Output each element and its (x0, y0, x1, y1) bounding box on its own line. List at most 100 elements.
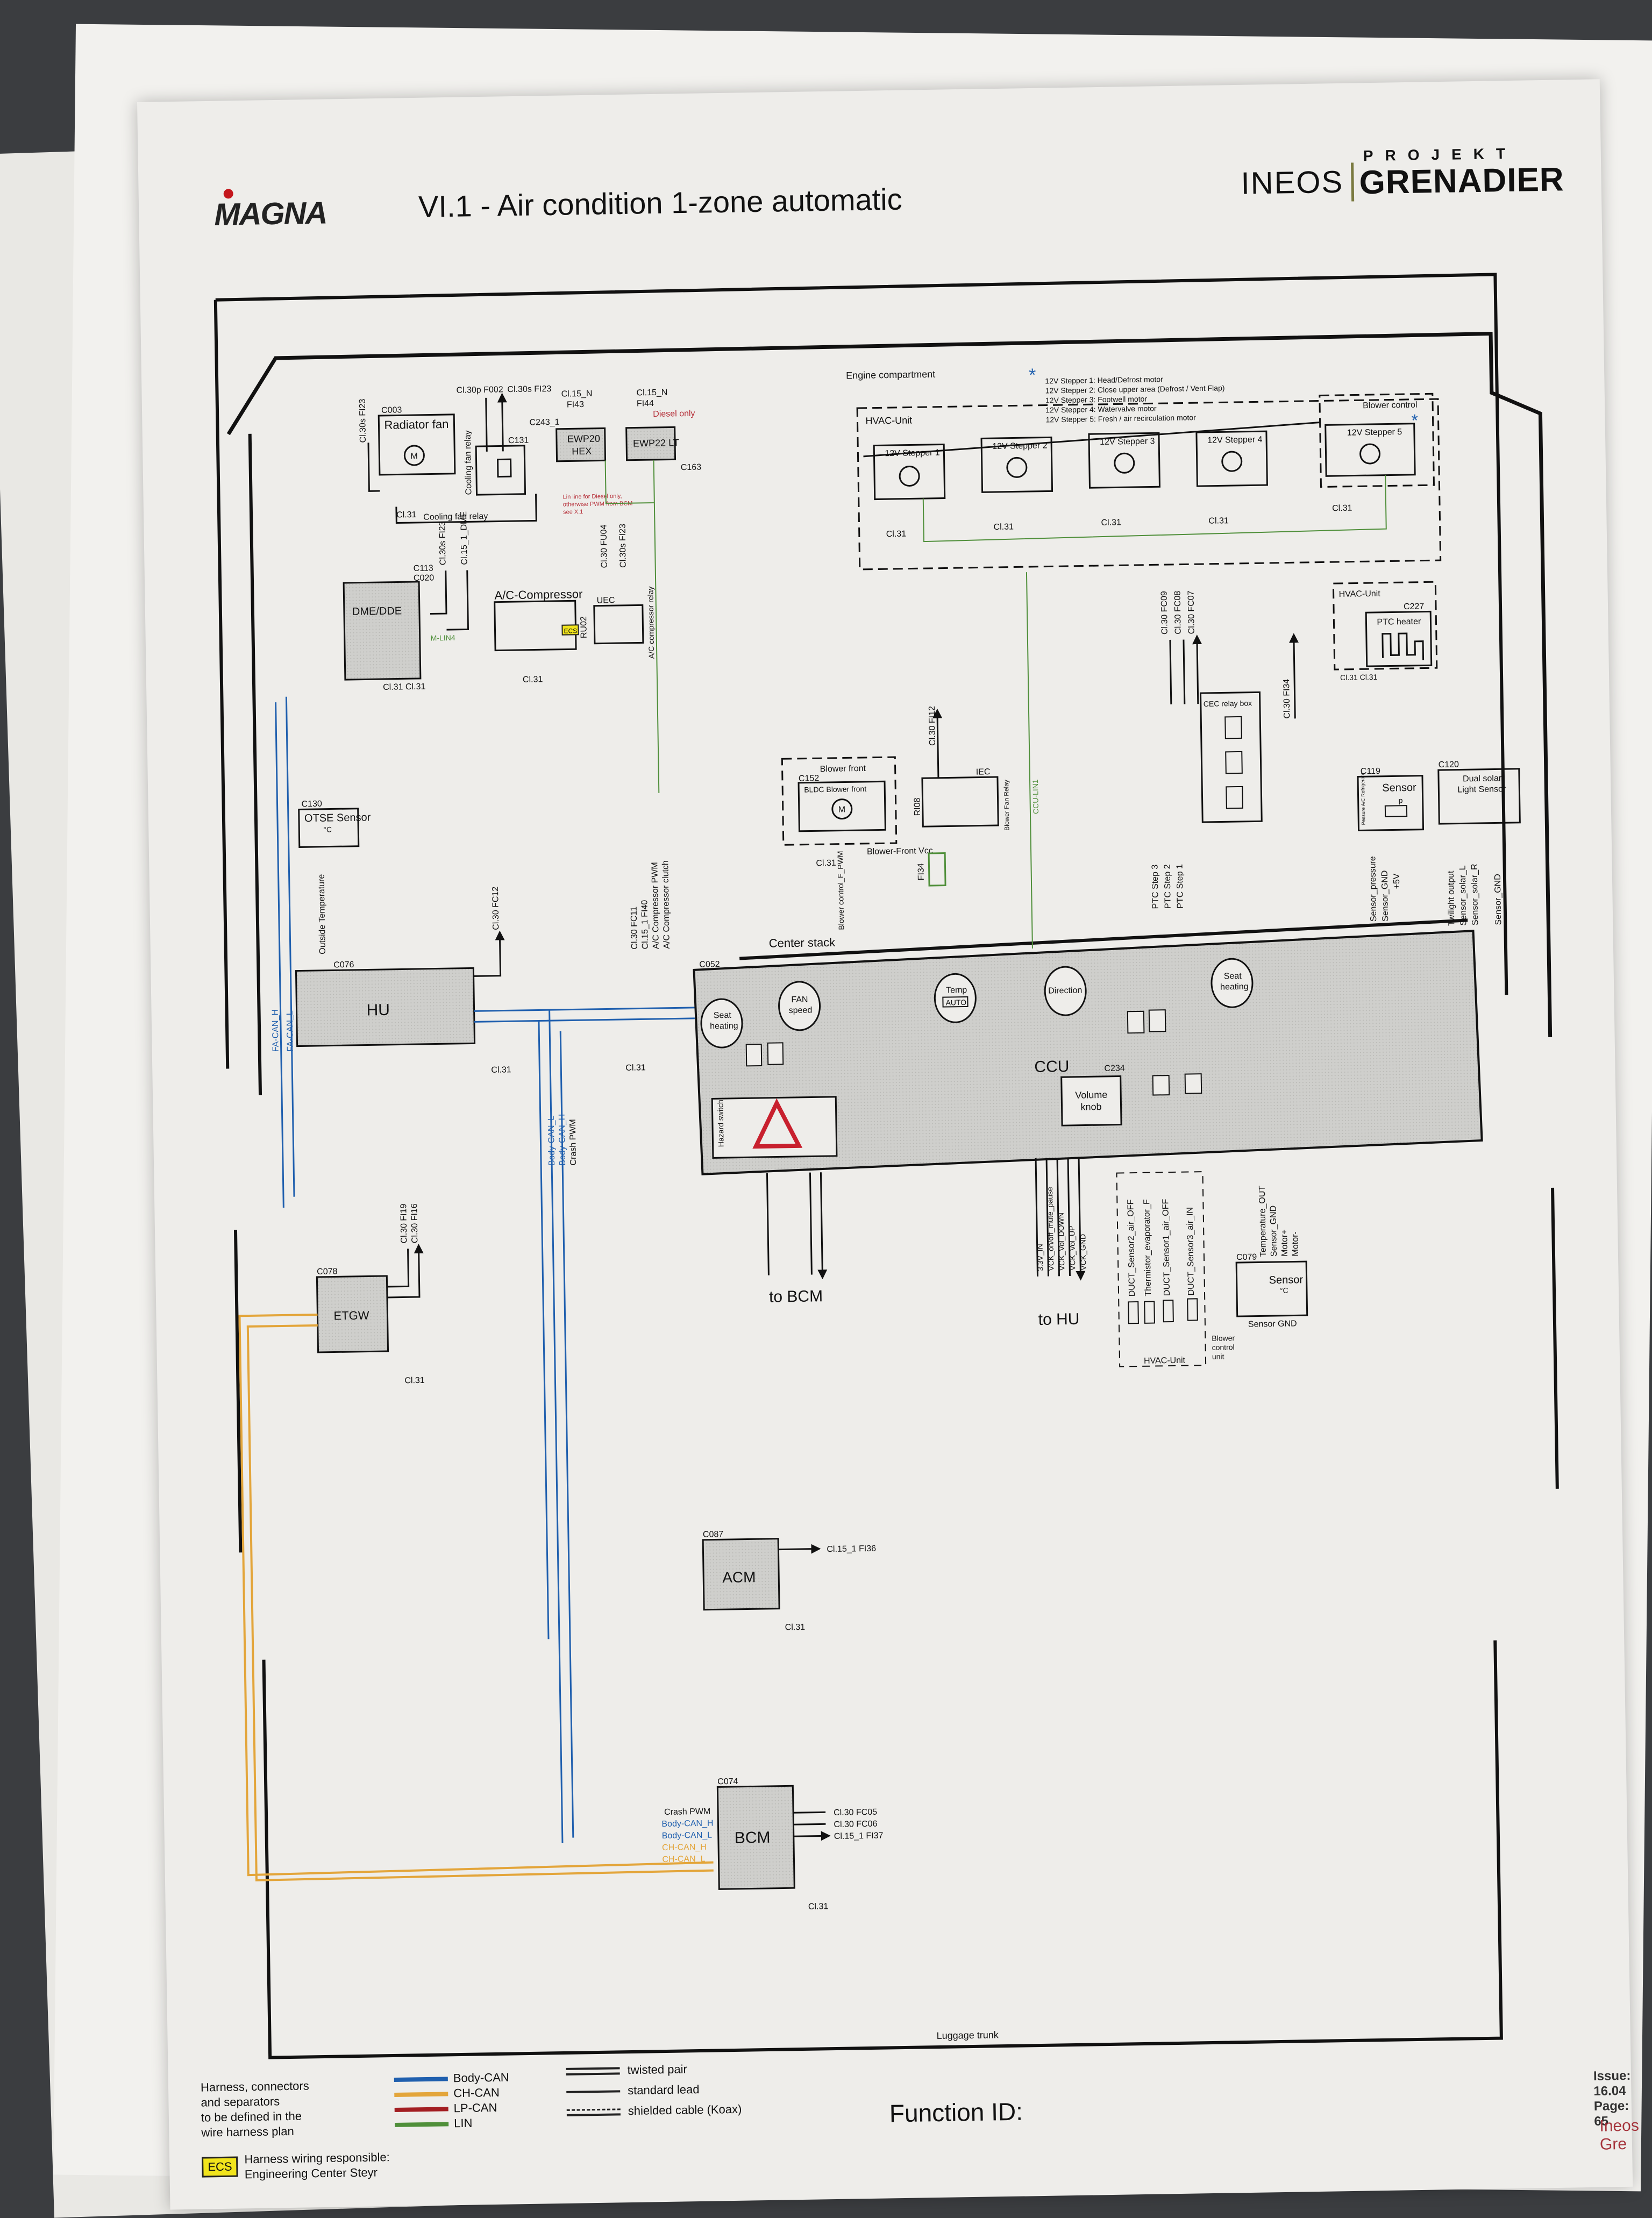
svg-text:see X.1: see X.1 (563, 509, 583, 516)
svg-text:Hazard switch: Hazard switch (716, 1100, 725, 1147)
ac-on-button (1127, 1010, 1145, 1034)
body-can-bus (538, 1010, 574, 1843)
svg-text:Cl.31: Cl.31 (1332, 504, 1352, 514)
acm-module (702, 1538, 780, 1611)
fa-can-bus (275, 696, 295, 1208)
ch-can-bus (238, 1314, 714, 1881)
etgw-module (316, 1275, 389, 1353)
svg-text:Crash PWM: Crash PWM (664, 1807, 710, 1817)
svg-text:Cl.30p F002: Cl.30p F002 (456, 385, 503, 395)
svg-text:FI44: FI44 (637, 399, 654, 409)
svg-text:C227: C227 (1404, 602, 1425, 612)
svg-text:Cl.15_N: Cl.15_N (561, 389, 592, 399)
svg-text:Blower-Front Vcc: Blower-Front Vcc (867, 846, 933, 857)
svg-text:HVAC-Unit: HVAC-Unit (1144, 1356, 1186, 1366)
svg-text:Thermistor_evaporator_F: Thermistor_evaporator_F (1142, 1199, 1153, 1296)
svg-text:+5V: +5V (1392, 873, 1401, 889)
svg-text:FI43: FI43 (567, 400, 584, 410)
svg-text:VCK_Vol_UP: VCK_Vol_UP (1067, 1226, 1077, 1271)
volume-knob (1060, 1075, 1122, 1126)
svg-text:Cl.15_1 FI36: Cl.15_1 FI36 (827, 1544, 876, 1554)
svg-text:EWP20: EWP20 (567, 433, 600, 445)
temp-knob (934, 973, 977, 1023)
svg-text:C074: C074 (717, 1777, 738, 1787)
svg-text:Pessure A/C Refrigerant: Pessure A/C Refrigerant (1360, 773, 1366, 825)
seat-heating-right-knob (1210, 958, 1254, 1008)
svg-text:°C: °C (323, 825, 332, 833)
svg-text:DUCT_Sensor1_air_OFF: DUCT_Sensor1_air_OFF (1161, 1199, 1172, 1296)
legend-ecs: ECS Harness wiring responsible: Engineer… (202, 2150, 390, 2183)
dual-solar-light-sensor (1437, 768, 1521, 825)
defrost-rear-button (745, 1043, 763, 1067)
svg-text:FI34: FI34 (916, 863, 926, 880)
svg-text:Cl.30 FU04: Cl.30 FU04 (599, 524, 609, 568)
footer-brand: Ineos Gre (1599, 2116, 1640, 2153)
svg-text:HU: HU (366, 1001, 390, 1019)
svg-text:*: * (1029, 365, 1036, 386)
svg-text:Sensor_pressure: Sensor_pressure (1368, 856, 1378, 922)
svg-text:C163: C163 (681, 463, 702, 473)
svg-text:Blower control_F_PWM: Blower control_F_PWM (836, 851, 845, 930)
svg-text:A/C-Compressor: A/C-Compressor (494, 587, 582, 602)
svg-text:12V Stepper 4: Watervalve moto: 12V Stepper 4: Watervalve motor (1045, 404, 1157, 414)
svg-text:12V Stepper 4: 12V Stepper 4 (1207, 435, 1263, 445)
svg-text:M-LIN4: M-LIN4 (431, 633, 455, 643)
svg-text:Dual solar: Dual solar (1463, 774, 1502, 783)
luggage-trunk-zone: Luggage trunk (937, 2029, 999, 2041)
fuse-fi34 (928, 852, 946, 887)
svg-text:C079: C079 (1236, 1253, 1257, 1263)
svg-text:Diesel only: Diesel only (653, 409, 695, 419)
hvac-unit-ptc-boundary (1332, 581, 1438, 671)
svg-text:C076: C076 (333, 960, 354, 970)
svg-text:Sensor_GND: Sensor_GND (1269, 1206, 1278, 1257)
ccu-module (693, 930, 1483, 1175)
svg-text:Blower control: Blower control (1363, 401, 1418, 411)
otse-sensor (298, 808, 360, 848)
hazard-triangle-icon (752, 1098, 803, 1149)
svg-text:A/C compressor relay: A/C compressor relay (646, 586, 656, 659)
svg-text:Direction: Direction (1048, 986, 1082, 996)
legend-line-types: twisted pair standard lead shielded cabl… (566, 2061, 742, 2120)
ecs-badge: ECS (202, 2156, 238, 2178)
stepper-legend: * 12V Stepper 1: Head/Defrost motor 12V … (1029, 365, 1225, 424)
svg-text:p: p (1399, 796, 1403, 804)
pressure-sensor (1357, 775, 1425, 832)
svg-text:C234: C234 (1104, 1064, 1125, 1073)
svg-text:C078: C078 (317, 1267, 338, 1276)
legend-body-can: Body-CAN (394, 2070, 509, 2087)
svg-text:C243_1: C243_1 (529, 418, 559, 427)
svg-text:°C: °C (1280, 1286, 1288, 1295)
svg-text:to HU: to HU (1038, 1310, 1080, 1329)
legend-shielded-cable: shielded cable (Koax) (566, 2102, 742, 2120)
svg-text:HVAC-Unit: HVAC-Unit (865, 415, 912, 426)
defrost-front-button (767, 1042, 784, 1065)
svg-text:HEX: HEX (572, 446, 592, 457)
hvac-unit-boundary (856, 398, 1442, 570)
svg-text:Cl.31: Cl.31 (808, 1902, 829, 1912)
svg-text:Cl.15_N: Cl.15_N (636, 388, 667, 398)
svg-text:VCK_GND: VCK_GND (1078, 1234, 1087, 1271)
svg-text:3.3V_IN: 3.3V_IN (1036, 1244, 1045, 1271)
blower-fan-relay (921, 776, 999, 828)
svg-text:Body-CAN_H: Body-CAN_H (661, 1819, 713, 1829)
svg-text:FA-CAN_L: FA-CAN_L (286, 1010, 295, 1052)
svg-text:RI08: RI08 (913, 797, 922, 816)
svg-text:C113: C113 (414, 564, 433, 573)
svg-text:CEC relay box: CEC relay box (1204, 699, 1252, 708)
svg-text:speed: speed (789, 1005, 813, 1015)
svg-text:Cl.30 FC07: Cl.30 FC07 (1187, 590, 1197, 634)
ewp20-box (556, 427, 607, 462)
svg-text:Cl.30 FC06: Cl.30 FC06 (834, 1820, 877, 1829)
legend-lp-can: LP-CAN (394, 2100, 509, 2117)
svg-text:C131: C131 (508, 436, 529, 446)
ewp22-box (625, 426, 677, 461)
svg-text:VCK_on/off_mute_pause: VCK_on/off_mute_pause (1045, 1187, 1055, 1271)
bldc-blower-front (797, 780, 886, 832)
ccu-buttons (745, 1009, 1202, 1096)
function-id-label: Function ID: (889, 2097, 1023, 2128)
svg-text:unit: unit (1212, 1352, 1224, 1361)
svg-text:Volume: Volume (1075, 1089, 1107, 1101)
svg-text:Cl.31: Cl.31 (886, 530, 907, 539)
svg-text:Cl.31: Cl.31 (625, 1063, 646, 1073)
svg-text:Cl.31 Cl.31: Cl.31 Cl.31 (383, 682, 426, 692)
